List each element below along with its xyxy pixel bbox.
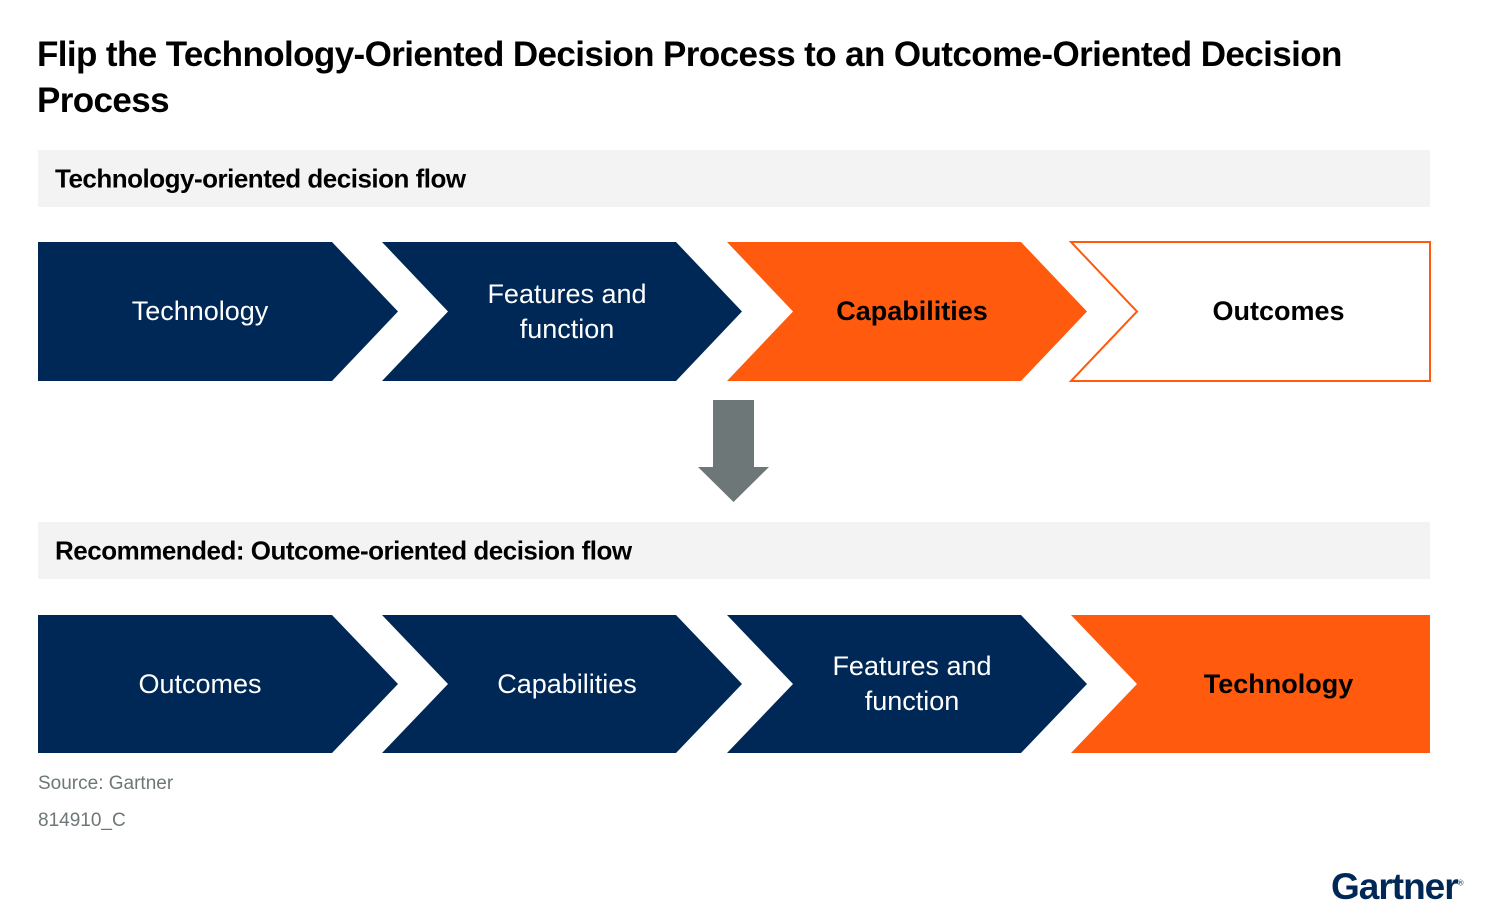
chevron-outline	[1068, 241, 1431, 382]
step-label-text: Technology	[131, 296, 269, 326]
step-label-text: Technology	[1203, 668, 1354, 699]
step-label-text: Outcomes	[1212, 296, 1345, 326]
section-header-technology-flow: Technology-oriented decision flow	[38, 150, 1430, 207]
step-label: Capabilities	[438, 615, 696, 753]
step-label: Features and function	[783, 615, 1041, 753]
figure-code: 814910_C	[38, 810, 126, 831]
step-label-text: Features and function	[487, 278, 647, 344]
chevron-navy	[38, 615, 398, 753]
chevron-navy	[727, 615, 1087, 753]
step-label: Technology	[48, 242, 352, 381]
section-header-outcome-flow: Recommended: Outcome-oriented decision f…	[38, 522, 1430, 579]
chevron-orange	[727, 242, 1087, 381]
step-label-text: Outcomes	[138, 668, 262, 699]
step-label: Technology	[1127, 615, 1430, 753]
down-arrow-shape	[698, 400, 769, 502]
section-header-label: Recommended: Outcome-oriented decision f…	[55, 535, 632, 565]
step-label-text: Features and function	[832, 651, 992, 716]
registered-mark: ®	[1457, 878, 1464, 888]
step-label: Capabilities	[783, 242, 1041, 381]
step-label-text: Capabilities	[836, 296, 988, 326]
chevron-navy	[382, 615, 742, 753]
step-label: Outcomes	[48, 615, 352, 753]
step-label: Outcomes	[1127, 242, 1430, 381]
chevron-row-shapes	[38, 241, 1431, 382]
page-title: Flip the Technology-Oriented Decision Pr…	[37, 35, 1342, 120]
chevron-row-shapes	[38, 615, 1430, 753]
logo-text: Gartner	[1331, 866, 1459, 907]
step-label: Features and function	[438, 242, 696, 381]
chevron-navy	[382, 242, 742, 381]
gartner-logo: Gartner®	[1331, 866, 1464, 908]
down-arrow-icon	[698, 400, 769, 502]
step-label-text: Capabilities	[497, 668, 637, 699]
chevron-navy	[38, 242, 398, 381]
chevron-orange	[1071, 615, 1430, 753]
section-header-label: Technology-oriented decision flow	[55, 163, 466, 193]
source-note: Source: Gartner	[38, 773, 174, 794]
